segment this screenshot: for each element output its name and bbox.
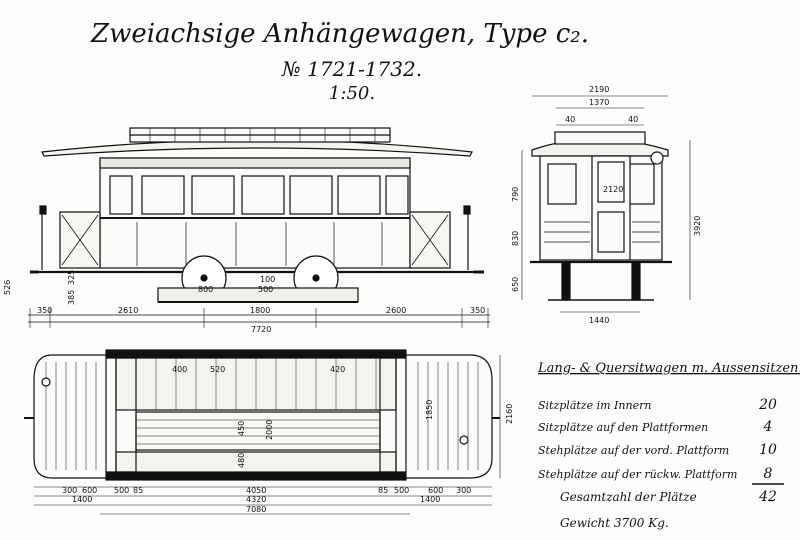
table-row-label: Stehplätze auf der rückw. Plattform bbox=[538, 468, 737, 481]
dim-plan-left-1400: 1400 bbox=[72, 495, 92, 504]
dim-plan-center: 4050 bbox=[246, 486, 266, 495]
table-row-label: Stehplätze auf der vord. Plattform bbox=[538, 444, 729, 457]
dim-side-right-end: 350 bbox=[470, 306, 485, 315]
title-scale: 1:50. bbox=[329, 83, 375, 104]
dim-end-section-1: 790 bbox=[511, 187, 520, 202]
dim-plan-platform-right: 600 bbox=[428, 486, 443, 495]
dim-plan-platform-left: 600 bbox=[82, 486, 97, 495]
side-view bbox=[28, 127, 490, 328]
dim-plan-width-right: 1850 bbox=[425, 400, 434, 420]
dim-end-left-40: 40 bbox=[565, 115, 575, 124]
dim-side-right-platform: 2600 bbox=[386, 306, 406, 315]
plan-view bbox=[24, 349, 501, 515]
dim-end-section-2: 830 bbox=[511, 231, 520, 246]
dim-end-inner-width: 1370 bbox=[589, 98, 609, 107]
dim-plan-seg-500-right: 500 bbox=[394, 486, 409, 495]
dim-end-right-40: 40 bbox=[628, 115, 638, 124]
table-row-value: 10 bbox=[759, 442, 777, 458]
dim-side-left-end: 350 bbox=[37, 306, 52, 315]
dim-side-total: 7720 bbox=[251, 325, 271, 334]
table-row-label: Sitzplätze im Innern bbox=[538, 399, 651, 412]
dim-side-wheelbase: 1800 bbox=[250, 306, 270, 315]
table-row-value: 20 bbox=[758, 397, 777, 413]
dim-side-left-platform: 2610 bbox=[118, 306, 138, 315]
capacity-table: Lang- & Quersitwagen m. Aussensitzen. Si… bbox=[537, 361, 800, 530]
dim-plan-seat-420: 420 bbox=[330, 365, 345, 374]
dim-plan-seat-450: 450 bbox=[237, 421, 246, 436]
dim-side-step-325: 325 bbox=[67, 270, 76, 285]
dim-plan-seat-520: 520 bbox=[210, 365, 225, 374]
table-row-value: 8 bbox=[764, 466, 773, 482]
table-weight: Gewicht 3700 Kg. bbox=[560, 516, 669, 530]
dim-side-wheel: 800 bbox=[198, 285, 213, 294]
dim-plan-seat-400: 400 bbox=[172, 365, 187, 374]
title-line1: Zweiachsige Anhängewagen, Type c₂. bbox=[90, 19, 589, 49]
title-line2: № 1721-1732. bbox=[281, 57, 422, 81]
dim-end-total-height: 3920 bbox=[693, 216, 702, 236]
dim-side-height: 526 bbox=[3, 280, 12, 295]
dim-end-section-3: 650 bbox=[511, 277, 520, 292]
dim-plan-width-outer: 2160 bbox=[505, 404, 514, 424]
dim-plan-bottom-left: 300 bbox=[62, 486, 77, 495]
table-row-value: 4 bbox=[763, 419, 773, 435]
dim-plan-seg-85: 85 bbox=[133, 486, 143, 495]
table-total-value: 42 bbox=[758, 489, 777, 505]
dim-side-bogie: 100 bbox=[260, 275, 275, 284]
dim-plan-center-total: 4320 bbox=[246, 495, 266, 504]
dim-side-wheel-hub: 500 bbox=[258, 285, 273, 294]
dim-plan-seg-500: 500 bbox=[114, 486, 129, 495]
dim-plan-right-1400: 1400 bbox=[420, 495, 440, 504]
table-total-label: Gesamtzahl der Plätze bbox=[560, 490, 697, 504]
table-row-label: Sitzplätze auf den Plattformen bbox=[538, 421, 708, 434]
dim-end-bottom-width: 1440 bbox=[589, 316, 609, 325]
dim-side-step-385: 385 bbox=[67, 290, 76, 305]
dim-plan-overall: 7080 bbox=[246, 505, 266, 514]
dim-end-top-width: 2190 bbox=[589, 85, 609, 94]
dim-plan-seat-2000: 2000 bbox=[265, 420, 274, 440]
table-heading: Lang- & Quersitwagen m. Aussensitzen. bbox=[537, 361, 800, 376]
dim-plan-bottom-right: 300 bbox=[456, 486, 471, 495]
dim-plan-bench: 480 bbox=[237, 453, 246, 468]
dim-plan-seg-85-right: 85 bbox=[378, 486, 388, 495]
end-view bbox=[521, 95, 691, 313]
dim-end-door-height: 2120 bbox=[603, 185, 623, 194]
